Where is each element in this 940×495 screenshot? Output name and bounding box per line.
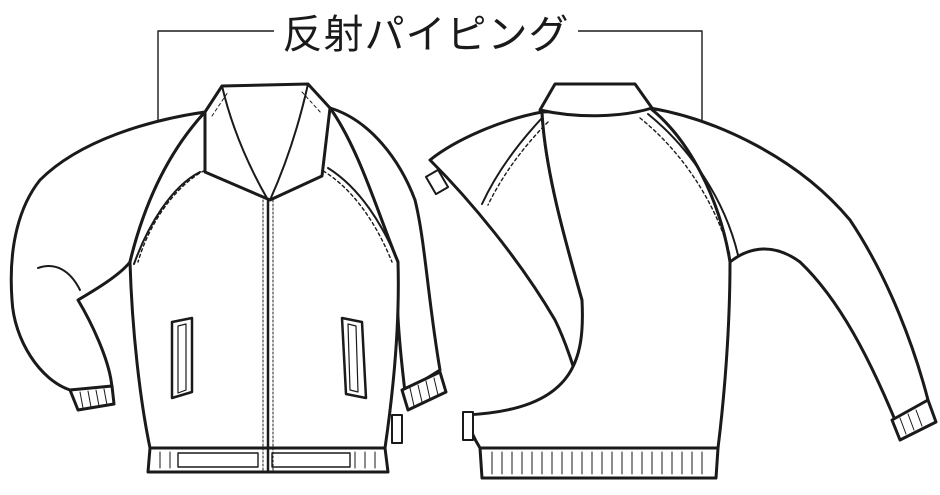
back-side-tab	[462, 411, 474, 441]
front-collar	[203, 82, 332, 202]
back-right-cuff	[890, 398, 938, 442]
back-right-reflective-piping	[639, 117, 731, 256]
front-collar-inner-fold	[221, 83, 309, 201]
front-side-tab	[391, 414, 403, 444]
front-waistband-panel-right	[271, 452, 351, 468]
front-left-elbow-fold	[37, 265, 81, 291]
front-view	[9, 82, 448, 474]
back-body-hem	[478, 446, 720, 480]
front-right-cuff-ribs	[409, 377, 439, 407]
back-waistband-ribs	[491, 451, 703, 475]
back-collar	[538, 82, 654, 118]
front-left-cuff-ribs	[79, 388, 108, 409]
back-left-raglan-seam	[481, 117, 543, 205]
front-collar-stitch	[211, 91, 323, 117]
reflective-piping-label: 反射パイピング	[282, 12, 570, 58]
front-left-raglan-seam	[133, 171, 201, 265]
front-waistband-panel-left	[177, 452, 259, 468]
front-left-cuff	[68, 384, 116, 412]
front-right-raglan-seam	[327, 167, 399, 263]
callout-label-box: 反射パイピング	[274, 2, 578, 60]
front-right-pocket-inner	[347, 323, 359, 393]
back-left-reflective-piping	[487, 121, 549, 206]
front-right-pocket	[340, 316, 368, 400]
back-right-cuff-ribs	[899, 409, 923, 435]
front-left-reflective-piping	[137, 167, 211, 263]
front-left-pocket-inner	[177, 323, 187, 394]
back-right-raglan-seam	[647, 113, 739, 256]
front-right-reflective-piping	[317, 167, 393, 263]
back-left-sleeve-tab	[424, 168, 450, 196]
front-left-pocket	[170, 316, 194, 400]
back-view	[424, 82, 938, 480]
front-waistband-ribs	[159, 451, 376, 469]
